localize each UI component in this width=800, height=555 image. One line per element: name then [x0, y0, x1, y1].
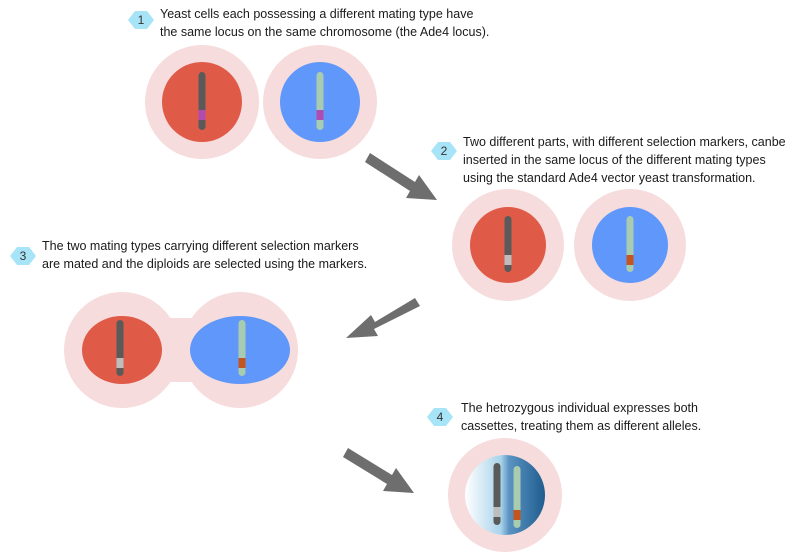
arrow-step-3-to-4 [343, 448, 414, 493]
step-3-label: 3 The two mating types carrying differen… [10, 239, 367, 271]
step-2-badge [431, 142, 457, 160]
step-3-line-1: The two mating types carrying different … [42, 239, 359, 253]
step-4-heterozygous-cell [448, 438, 562, 552]
gray-selection-marker [493, 507, 501, 517]
orange-selection-marker [238, 358, 246, 368]
step-4-line-2: cassettes, treating them as different al… [461, 419, 701, 433]
step-3-number: 3 [20, 249, 27, 263]
step-3-badge [10, 247, 36, 265]
ade4-locus-marker [316, 110, 324, 120]
chromosome [316, 72, 324, 130]
step-3-line-2: are mated and the diploids are selected … [42, 257, 367, 271]
step-4-label: 4 The hetrozygous individual expresses b… [427, 401, 701, 433]
step-2-blue-cell [574, 189, 686, 301]
gray-selection-marker [504, 255, 512, 265]
step-2-line-2: inserted in the same locus of the differ… [463, 153, 766, 167]
step-1-blue-cell [263, 45, 377, 159]
step-2-number: 2 [441, 144, 448, 158]
step-1-number: 1 [138, 13, 145, 27]
chromosome [198, 72, 206, 130]
step-4-badge [427, 408, 453, 426]
heterozygous-cell-body [465, 455, 545, 535]
arrow-step-1-to-2 [365, 153, 437, 200]
step-4-line-1: The hetrozygous individual expresses bot… [461, 401, 698, 415]
step-1-line-2: the same locus on the same chromosome (t… [160, 25, 489, 39]
step-2-label: 2 Two different parts, with different se… [431, 135, 786, 185]
step-3-mating-cells [64, 292, 298, 408]
step-1-label: 1 Yeast cells each possessing a differen… [128, 7, 489, 39]
orange-selection-marker [626, 255, 634, 265]
ade4-locus-marker [198, 110, 206, 120]
orange-selection-marker [513, 510, 521, 520]
arrow-step-2-to-3 [346, 298, 420, 338]
step-1-badge [128, 11, 154, 29]
gray-selection-marker [116, 358, 124, 368]
step-2-line-3: using the standard Ade4 vector yeast tra… [463, 171, 756, 185]
step-2-line-1: Two different parts, with different sele… [463, 135, 786, 149]
step-4-number: 4 [437, 410, 444, 424]
step-1-line-1: Yeast cells each possessing a different … [160, 7, 473, 21]
step-2-red-cell [452, 189, 564, 301]
step-1-red-cell [145, 45, 259, 159]
